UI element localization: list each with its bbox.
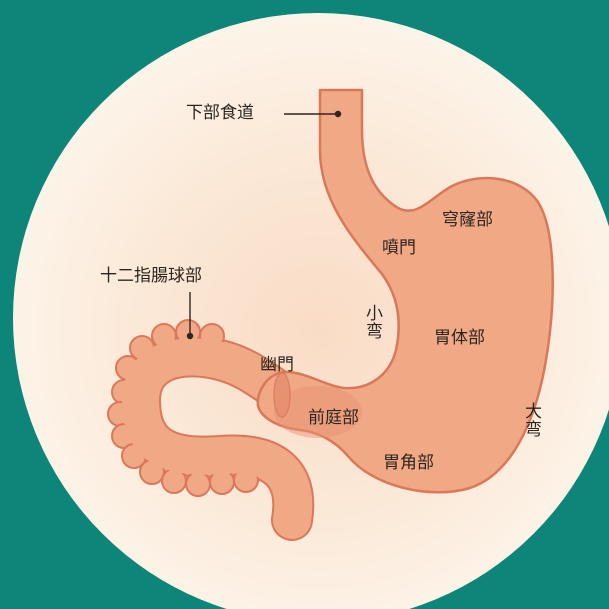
label-fundus: 穹窿部 xyxy=(442,212,493,229)
label-cardia: 噴門 xyxy=(382,240,416,257)
label-duodenal-bulb: 十二指腸球部 xyxy=(100,268,202,285)
label-pylorus: 幽門 xyxy=(260,357,294,374)
label-body: 胃体部 xyxy=(434,330,485,347)
label-greater-curvature: 大弯 xyxy=(522,402,539,438)
label-lower-esophagus: 下部食道 xyxy=(186,105,254,122)
label-angle: 胃角部 xyxy=(383,455,434,472)
label-lesser-curvature: 小弯 xyxy=(363,304,380,340)
label-antrum: 前庭部 xyxy=(308,410,359,427)
